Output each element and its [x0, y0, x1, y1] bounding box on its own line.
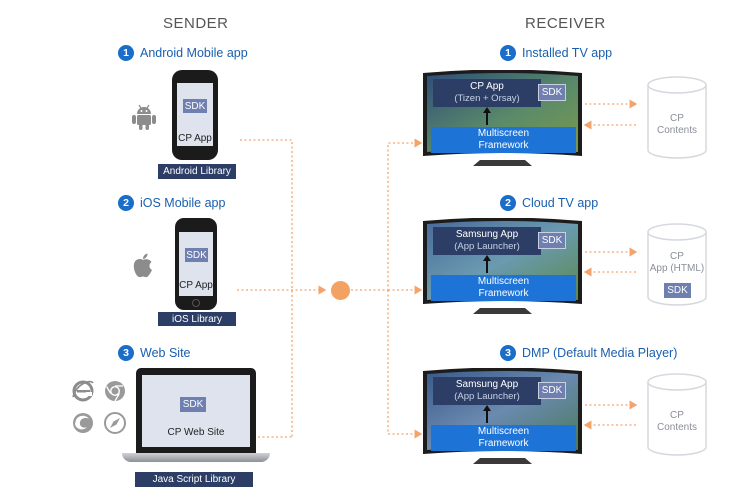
apple-icon — [133, 253, 152, 278]
app-label: CP Web Site — [167, 427, 225, 438]
phone-screen: SDK CP App — [177, 83, 213, 146]
android-library-bar: Android Library — [158, 164, 236, 179]
android-step-label: 1 Android Mobile app — [118, 45, 248, 61]
sdk-badge: SDK — [183, 99, 207, 113]
tv-app-box: Samsung App (App Launcher) — [433, 377, 541, 405]
up-arrow-icon — [483, 255, 491, 273]
cloud-step-label: 2 Cloud TV app — [500, 195, 598, 211]
framework-line2: Framework — [478, 288, 529, 299]
laptop-screen: SDK CP Web Site — [142, 375, 250, 447]
step-text: Web Site — [140, 346, 191, 360]
app-name: Samsung App — [455, 229, 519, 240]
step-number: 1 — [500, 45, 516, 61]
app-label: CP App — [178, 133, 212, 144]
app-label: CP App — [179, 280, 213, 291]
android-phone: SDK CP App — [172, 70, 218, 160]
tv-sdk-badge: SDK — [538, 232, 566, 249]
chrome-icon — [105, 381, 125, 402]
app-subtitle: (App Launcher) — [454, 241, 520, 252]
sdk-badge: SDK — [180, 397, 206, 412]
sender-title: SENDER — [163, 15, 229, 32]
store-sdk-badge: SDK — [664, 283, 691, 298]
up-arrow-icon — [483, 107, 491, 125]
home-button — [192, 299, 200, 307]
android-icon — [132, 104, 156, 130]
framework-line1: Multiscreen — [477, 276, 530, 287]
web-step-label: 3 Web Site — [118, 345, 191, 361]
phone-screen: SDK CP App — [179, 232, 213, 296]
step-text: Installed TV app — [522, 46, 613, 60]
step-text: iOS Mobile app — [140, 196, 226, 210]
tv-sdk-badge: SDK — [538, 382, 566, 399]
store-label: CP App (HTML) — [646, 251, 708, 275]
step-number: 2 — [118, 195, 134, 211]
step-number: 3 — [500, 345, 516, 361]
app-name: Samsung App — [455, 379, 519, 390]
laptop-lid: SDK CP Web Site — [136, 368, 256, 453]
tv-app-box: Samsung App (App Launcher) — [433, 227, 541, 255]
tv-app-box: CP App (Tizen + Orsay) — [433, 79, 541, 107]
cp-contents-cylinder — [647, 76, 707, 159]
framework-line1: Multiscreen — [477, 426, 530, 437]
connection-hub — [331, 281, 350, 300]
sdk-badge: SDK — [185, 248, 208, 262]
multiscreen-framework-box: Multiscreen Framework — [431, 127, 576, 153]
step-text: DMP (Default Media Player) — [522, 346, 678, 360]
store-line2: Contents — [656, 422, 698, 433]
store-line1: CP — [670, 251, 684, 262]
store-label: CP Contents — [646, 113, 708, 137]
laptop: SDK CP Web Site — [122, 368, 270, 472]
framework-line2: Framework — [478, 140, 529, 151]
installed-step-label: 1 Installed TV app — [500, 45, 612, 61]
receiver-title: RECEIVER — [525, 15, 606, 32]
cp-app-cylinder — [647, 223, 707, 306]
store-line2: Contents — [656, 125, 698, 136]
up-arrow-icon — [483, 405, 491, 423]
multiscreen-framework-box: Multiscreen Framework — [431, 275, 576, 301]
store-line2: App (HTML) — [649, 263, 705, 274]
multiscreen-framework-box: Multiscreen Framework — [431, 425, 576, 451]
laptop-base — [122, 453, 270, 462]
app-name: CP App — [470, 81, 504, 92]
ie-icon — [72, 380, 94, 402]
ios-library-bar: iOS Library — [158, 312, 236, 326]
tv-sdk-badge: SDK — [538, 84, 566, 101]
app-subtitle: (Tizen + Orsay) — [454, 93, 520, 104]
firefox-icon — [73, 413, 93, 433]
ios-phone: SDK CP App — [175, 218, 217, 310]
step-number: 3 — [118, 345, 134, 361]
ios-step-label: 2 iOS Mobile app — [118, 195, 225, 211]
dmp-tv: Samsung App (App Launcher) SDK Multiscre… — [420, 368, 585, 468]
cloud-tv: Samsung App (App Launcher) SDK Multiscre… — [420, 218, 585, 318]
step-number: 2 — [500, 195, 516, 211]
step-text: Cloud TV app — [522, 196, 599, 210]
installed-tv: CP App (Tizen + Orsay) SDK Multiscreen F… — [420, 70, 585, 170]
framework-line1: Multiscreen — [477, 128, 530, 139]
step-text: Android Mobile app — [140, 46, 248, 60]
safari-icon — [104, 412, 126, 434]
store-line1: CP — [670, 410, 684, 421]
app-subtitle: (App Launcher) — [454, 391, 520, 402]
dmp-step-label: 3 DMP (Default Media Player) — [500, 345, 677, 361]
js-library-bar: Java Script Library — [135, 472, 253, 487]
step-number: 1 — [118, 45, 134, 61]
cp-contents-cylinder — [647, 373, 707, 456]
store-line1: CP — [670, 113, 684, 124]
framework-line2: Framework — [478, 438, 529, 449]
store-label: CP Contents — [646, 410, 708, 434]
